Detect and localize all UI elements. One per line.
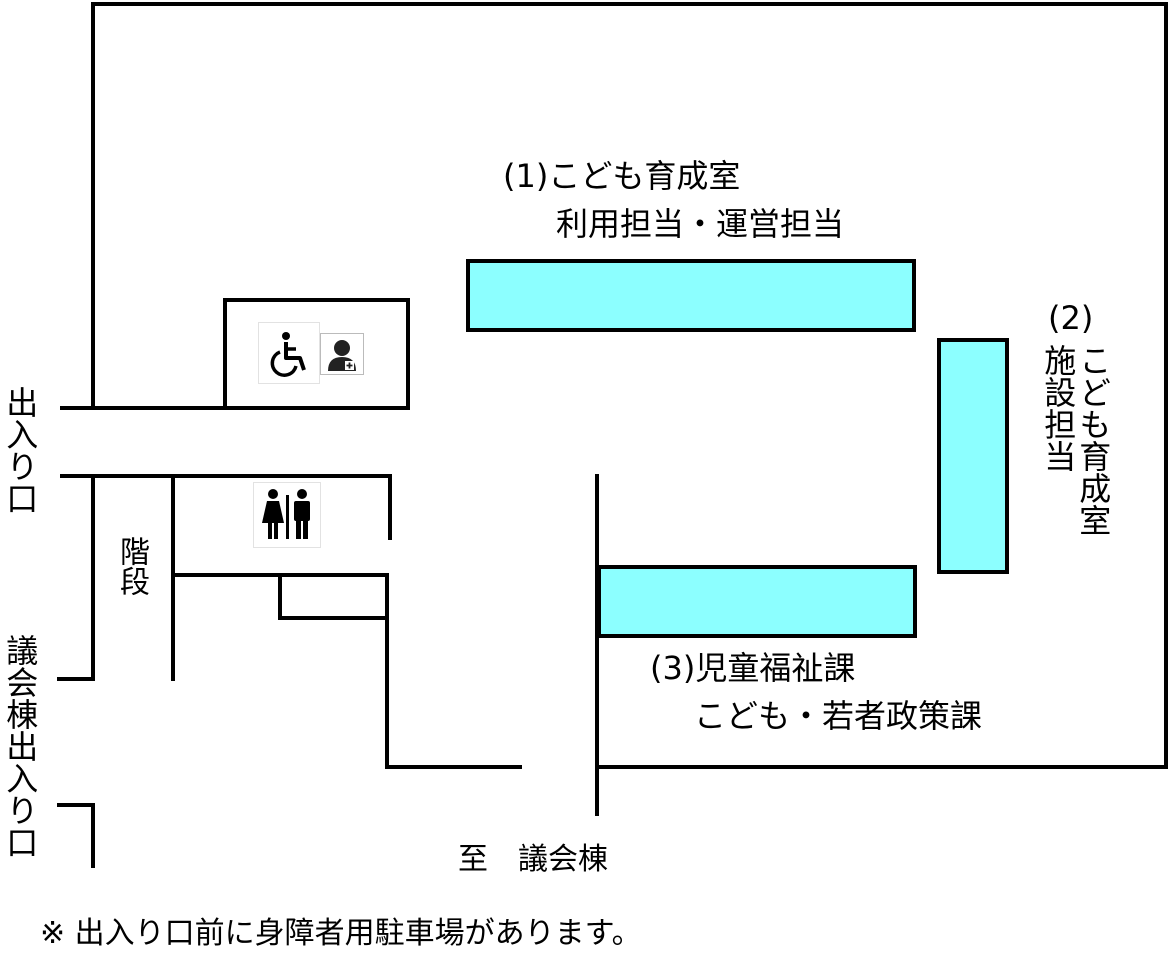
section-1-number: (1): [503, 157, 549, 195]
accessible-room: [223, 298, 410, 410]
section-3-detail: こども・若者政策課: [694, 697, 983, 735]
stairs-label: 階段: [114, 536, 149, 596]
section-3-label: (3)児童福祉課: [650, 649, 856, 687]
wheelchair-icon: [258, 322, 320, 384]
section-1-name: こども育成室: [548, 157, 741, 195]
section-2-name: こども育成室: [1074, 344, 1113, 536]
section-3-number: (3): [650, 649, 696, 687]
section-2-detail: 施設担当: [1039, 344, 1078, 472]
small-room: [278, 573, 389, 620]
desk-section-2: [937, 338, 1009, 574]
core-vertical: [385, 573, 522, 769]
assembly-entrance-label: 議会棟出入り口: [1, 634, 40, 858]
to-assembly-label: 至 議会棟: [458, 842, 608, 877]
nurse-care-icon: [320, 333, 364, 375]
parking-note: ※ 出入り口前に身障者用駐車場があります。: [40, 916, 642, 951]
restroom-icon: [253, 482, 321, 548]
entrance-label: 出入り口: [1, 386, 40, 514]
section-1-label: (1)こども育成室: [503, 157, 741, 195]
assembly-entrance-wall: [57, 803, 95, 868]
outer-wall: [91, 2, 1168, 769]
section-2-number: (2): [1048, 299, 1094, 337]
desk-section-1: [466, 259, 916, 332]
section-3-name: 児童福祉課: [695, 649, 856, 687]
desk-section-3: [597, 565, 917, 638]
left-wall-lower: [57, 474, 95, 681]
section-1-detail: 利用担当・運営担当: [556, 205, 845, 243]
